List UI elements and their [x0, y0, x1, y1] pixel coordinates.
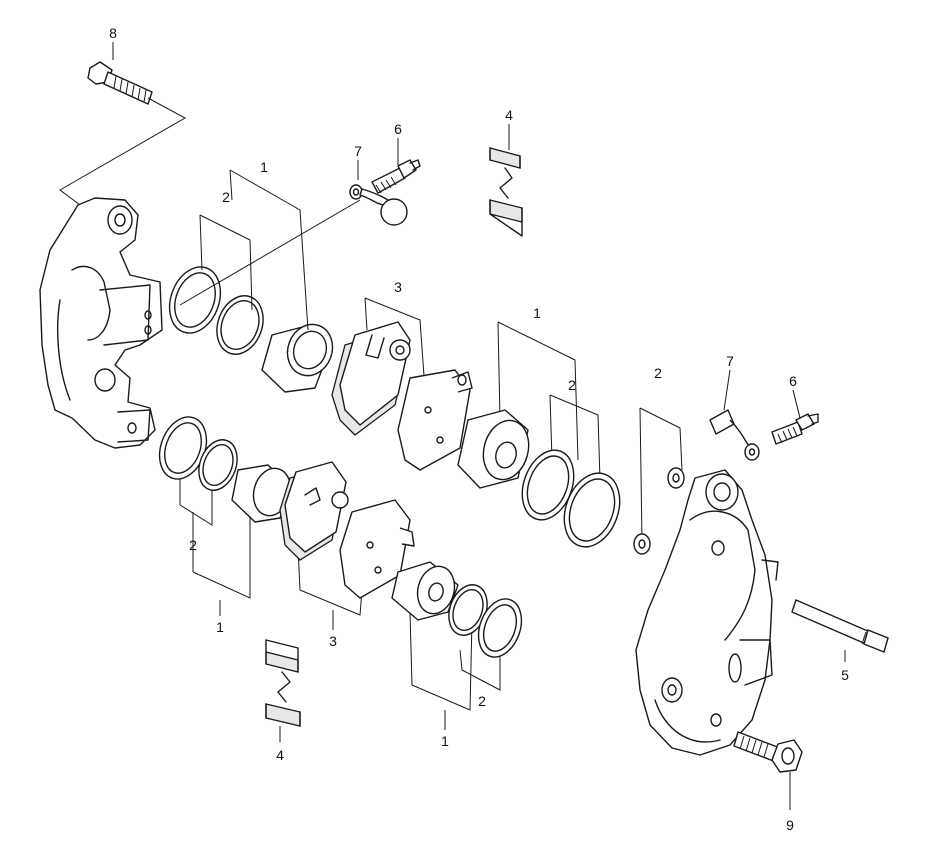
- pin-5: [791, 599, 889, 662]
- callout-2-middle: 2: [568, 377, 576, 393]
- callout-7-top: 7: [354, 143, 362, 159]
- cap-7-right: [709, 409, 760, 461]
- piston-middle: [457, 409, 530, 489]
- seal-ring-lower-inner: [448, 584, 488, 636]
- piston-lower: [391, 561, 459, 621]
- callout-3-lower: 3: [329, 633, 337, 649]
- callout-2-right: 2: [654, 365, 662, 381]
- seal-ring-lower-left-inner: [198, 439, 238, 491]
- brake-pad-lower-front: [339, 499, 415, 599]
- callout-1-lower: 1: [441, 733, 449, 749]
- callout-2-lower-left: 2: [189, 537, 197, 553]
- callout-2-upper-left: 2: [222, 189, 230, 205]
- bracket-2-lower: [459, 640, 501, 691]
- bolt-8: [59, 61, 187, 206]
- callout-4-bottom: 4: [276, 747, 284, 763]
- bracket-1-lower: [409, 611, 473, 711]
- callout-1-upper-left: 1: [260, 159, 268, 175]
- bracket-2-right: [639, 407, 683, 541]
- callout-4-top: 4: [505, 107, 513, 123]
- bracket-3-upper: [364, 297, 426, 391]
- callout-1-lower-left: 1: [216, 619, 224, 635]
- callout-2-lower: 2: [478, 693, 486, 709]
- washer-2-right-top: [667, 467, 685, 489]
- callout-6-top: 6: [394, 121, 402, 137]
- callout-3-upper: 3: [394, 279, 402, 295]
- brake-pad-upper-front: [397, 369, 473, 471]
- cap-7-top: [349, 184, 408, 226]
- shim-4-bottom: [265, 639, 301, 742]
- leader-line-upper-piston: [179, 199, 361, 306]
- bracket-1-middle: [497, 321, 579, 461]
- bolt-9: [733, 731, 803, 810]
- bleeder-6-top: [371, 159, 421, 194]
- bracket-2-middle: [549, 394, 601, 481]
- brake-pad-lower-rear: [279, 461, 349, 561]
- caliper-body-right: [635, 469, 779, 756]
- shim-4-top: [489, 147, 523, 237]
- seal-ring-middle-outer: [563, 472, 621, 548]
- piston-upper-left: [261, 323, 334, 393]
- seal-ring-upper-left-inner: [216, 295, 264, 355]
- callout-5: 5: [841, 667, 849, 683]
- bracket-2-upper-left: [199, 214, 253, 311]
- callout-8: 8: [109, 25, 117, 41]
- bracket-1-lower-left: [192, 488, 251, 599]
- callout-1-middle: 1: [533, 305, 541, 321]
- bleeder-6-right: [771, 413, 819, 445]
- seal-ring-upper-left-outer: [168, 266, 222, 334]
- piston-lower-left: [231, 464, 293, 523]
- caliper-bracket-left: [39, 197, 163, 449]
- seal-ring-lower-outer: [477, 598, 523, 658]
- washer-2-right-bottom: [633, 533, 651, 555]
- callout-9: 9: [786, 817, 794, 833]
- brake-pad-upper-rear: [331, 321, 411, 436]
- callout-6-right: 6: [789, 373, 797, 389]
- bracket-1-upper-left: [229, 169, 309, 331]
- callout-7-right: 7: [726, 353, 734, 369]
